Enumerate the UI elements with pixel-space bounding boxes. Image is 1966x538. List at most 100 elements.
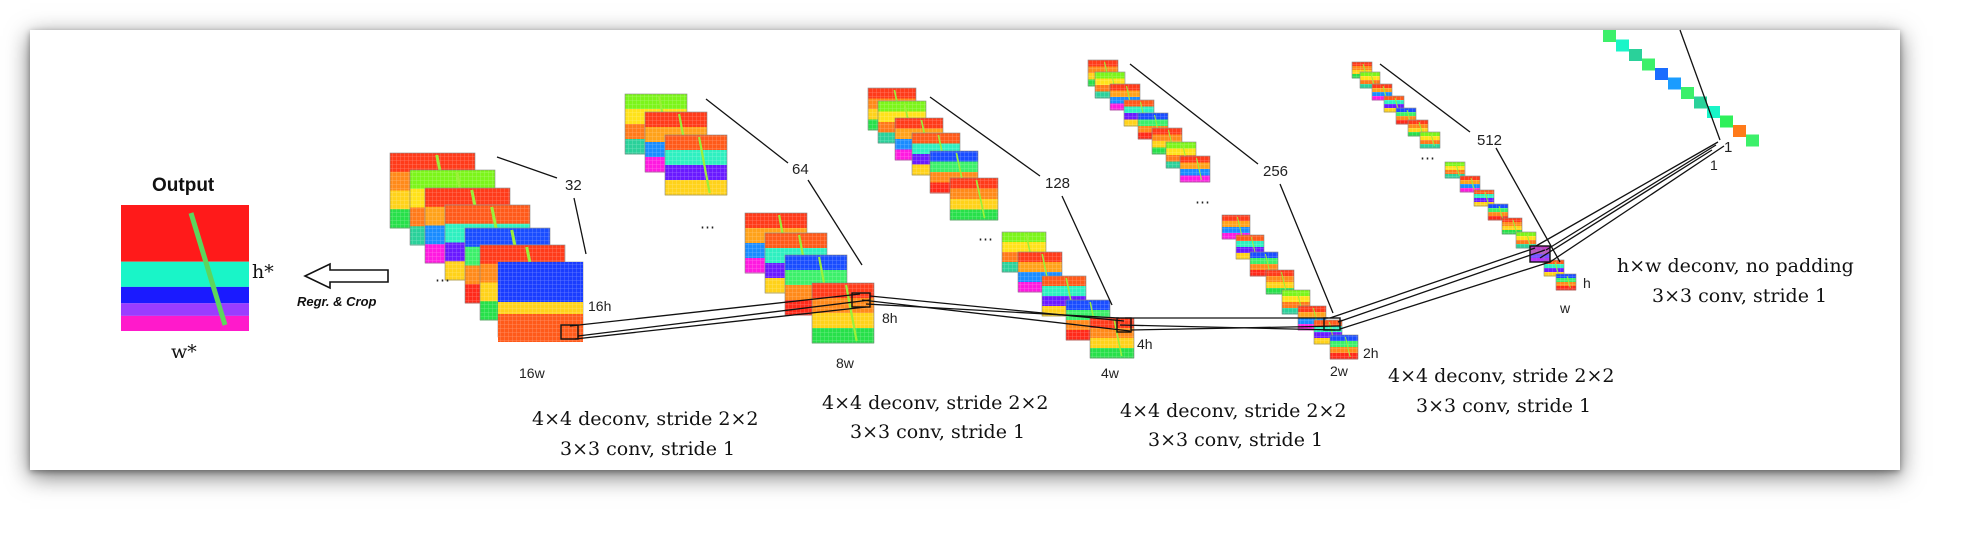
regr-crop-arrow: Regr. & Crop	[297, 262, 389, 309]
stage2-caption-1: 4×4 deconv, stride 2×2	[822, 392, 1049, 414]
stage1-channels: 32	[565, 177, 582, 194]
connection-line	[1339, 261, 1551, 330]
stage2-stack	[624, 93, 875, 344]
stage3-caption-1: 4×4 deconv, stride 2×2	[1120, 400, 1347, 422]
stage4-w: 2w	[1330, 363, 1349, 379]
connection-line	[1679, 29, 1721, 141]
connection-line	[569, 293, 861, 327]
stage6-unit	[1746, 134, 1759, 147]
stage2-feature-map	[664, 134, 728, 196]
connection-line	[1535, 141, 1719, 247]
stage3-feature-map	[1089, 317, 1135, 359]
connection-line	[705, 98, 789, 164]
connection-line	[496, 156, 558, 179]
stage6-unit	[1733, 125, 1746, 137]
output-band	[121, 205, 249, 262]
stage3-ellipsis: ⋯	[978, 231, 993, 248]
stage1-stack	[389, 152, 584, 342]
connection-line	[1495, 147, 1561, 263]
output-band	[121, 303, 249, 316]
stage5-feature-map	[1473, 189, 1495, 207]
output-diagonal	[188, 212, 228, 326]
stage2-caption-2: 3×3 conv, stride 1	[850, 421, 1025, 443]
connection-line	[573, 197, 587, 255]
stage4-stack	[1087, 59, 1359, 360]
stage6-unit	[1720, 115, 1733, 128]
stage6-unit	[1681, 87, 1694, 99]
connection-line	[574, 306, 867, 340]
stage1-receptive-box	[560, 324, 579, 340]
stage6-unit	[1668, 77, 1681, 90]
stage3-stack	[867, 87, 1135, 359]
stage5-caption-1: h×w deconv, no padding	[1617, 255, 1854, 277]
connection-line	[929, 96, 1041, 177]
stage5-ellipsis: ⋯	[1420, 150, 1435, 167]
output-map: Output h* w*	[121, 175, 274, 363]
stage5-caption-2: 3×3 conv, stride 1	[1652, 285, 1827, 307]
stage5-receptive-box	[1529, 245, 1551, 263]
stage6-unit	[1694, 96, 1707, 109]
stage5-h: h	[1583, 275, 1591, 291]
connection-line	[1061, 195, 1113, 306]
stage5-feature-map	[1459, 175, 1481, 193]
stage1-w: 16w	[519, 365, 546, 381]
stage4-channels: 256	[1263, 163, 1288, 180]
stage3-h: 4h	[1137, 336, 1153, 352]
stage1-h: 16h	[588, 298, 611, 314]
stage4-feature-map	[1329, 334, 1359, 360]
stage5-feature-map	[1419, 131, 1441, 149]
output-band	[121, 286, 249, 304]
stage6-unit	[1642, 58, 1655, 71]
stage5-feature-map	[1444, 161, 1466, 179]
stage3-w: 4w	[1101, 365, 1120, 381]
connection-line	[1279, 183, 1334, 314]
output-band	[121, 261, 249, 287]
connection-line	[1337, 249, 1546, 323]
connection-line	[1539, 149, 1713, 259]
connection-line	[1329, 247, 1536, 319]
stage1-front-map	[498, 262, 583, 342]
connection-line	[865, 303, 1120, 319]
stage6-unit	[1655, 68, 1668, 80]
connection-line	[1379, 63, 1471, 133]
stage4-feature-map	[1179, 155, 1211, 183]
stage2-w: 8w	[836, 355, 855, 371]
stage6-stack	[1603, 30, 1759, 147]
figure-frame	[30, 30, 1900, 470]
stage3-feature-map	[949, 177, 999, 221]
stage5-feature-map	[1515, 231, 1537, 249]
connection-line	[807, 179, 863, 266]
arrow-label: Regr. & Crop	[297, 294, 377, 309]
stage6-unit	[1629, 49, 1642, 61]
stage5-feature-map	[1487, 203, 1509, 221]
stage5-feature-map	[1555, 273, 1577, 291]
connection-line	[869, 295, 1125, 322]
stage2-feature-map	[811, 282, 875, 344]
stage4-caption-2: 3×3 conv, stride 1	[1416, 395, 1591, 417]
output-h-label: h*	[252, 261, 274, 283]
connection-line	[1545, 144, 1717, 251]
stage1-caption-2: 3×3 conv, stride 1	[560, 438, 735, 460]
stage4-ellipsis: ⋯	[1195, 194, 1210, 211]
stage6-channels: 1	[1724, 139, 1732, 156]
stage5-channels: 512	[1477, 132, 1502, 149]
stage3-caption-2: 3×3 conv, stride 1	[1148, 429, 1323, 451]
stage5-stack	[1351, 61, 1577, 291]
stage1-ellipsis: ⋯	[435, 272, 450, 289]
connection-line	[861, 299, 1131, 332]
connection-line	[1129, 63, 1259, 165]
output-w-label: w*	[171, 341, 197, 363]
stage3-channels: 128	[1045, 175, 1070, 192]
stage2-h: 8h	[882, 310, 898, 326]
output-band	[121, 315, 249, 331]
stage4-caption-1: 4×4 deconv, stride 2×2	[1388, 365, 1615, 387]
output-title: Output	[152, 175, 215, 196]
stage5-feature-map	[1543, 259, 1565, 277]
connection-line	[1119, 324, 1336, 331]
stage6-unit	[1603, 30, 1616, 42]
stage2-ellipsis: ⋯	[700, 219, 715, 236]
stage1-caption-1: 4×4 deconv, stride 2×2	[532, 408, 759, 430]
stage5-feature-map	[1501, 217, 1523, 235]
stage6-unit	[1616, 39, 1629, 52]
left-arrow-icon	[303, 262, 389, 290]
